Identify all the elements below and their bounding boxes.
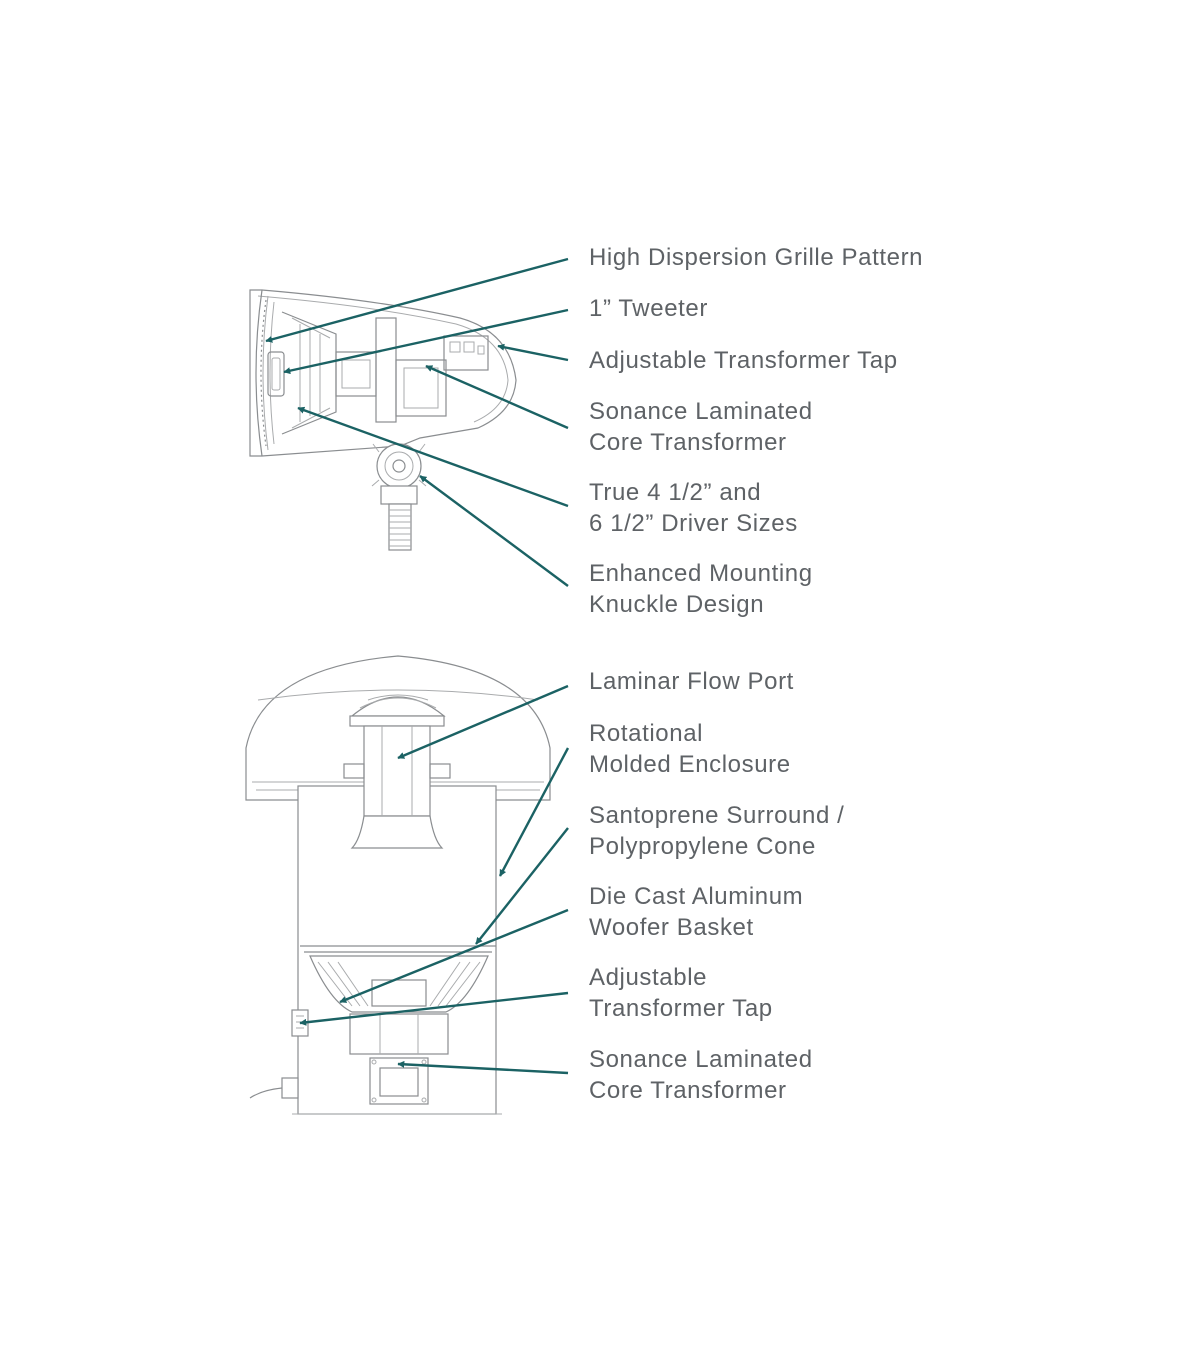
arrow-enclosure — [498, 747, 570, 877]
label-core-transformer-bottom: Sonance Laminated Core Transformer — [589, 1046, 813, 1104]
label-adjustable-transformer-tap-top: Adjustable Transformer Tap — [589, 347, 898, 374]
label-driver-sizes: True 4 1/2” and 6 1/2” Driver Sizes — [589, 479, 798, 537]
arrow-knuckle — [419, 475, 569, 587]
label-rotational-enclosure: Rotational Molded Enclosure — [589, 720, 791, 778]
subwoofer-drawing — [245, 655, 551, 1115]
arrow-core-transformer-top — [425, 364, 569, 430]
arrow-transformer-tap-bottom — [299, 991, 569, 1026]
label-mounting-knuckle: Enhanced Mounting Knuckle Design — [589, 560, 813, 618]
arrow-driver-sizes — [297, 406, 569, 508]
arrow-woofer-basket — [339, 908, 569, 1004]
label-core-transformer-top: Sonance Laminated Core Transformer — [589, 398, 813, 456]
label-tweeter: 1” Tweeter — [589, 295, 708, 322]
label-surround-cone: Santoprene Surround / Polypropylene Cone — [589, 802, 845, 860]
label-woofer-basket: Die Cast Aluminum Woofer Basket — [589, 883, 804, 941]
label-adjustable-transformer-tap-bottom: Adjustable Transformer Tap — [589, 964, 773, 1022]
label-high-dispersion-grille: High Dispersion Grille Pattern — [589, 244, 924, 271]
arrow-transformer-tap-top — [497, 343, 569, 362]
arrow-surround-cone — [475, 827, 569, 945]
label-laminar-flow-port: Laminar Flow Port — [589, 668, 794, 695]
arrow-grille — [265, 257, 569, 343]
arrow-core-transformer-bottom — [397, 1060, 569, 1075]
callout-arrows — [265, 257, 570, 1075]
arrow-laminar-port — [397, 684, 569, 760]
arrow-tweeter — [283, 308, 569, 375]
